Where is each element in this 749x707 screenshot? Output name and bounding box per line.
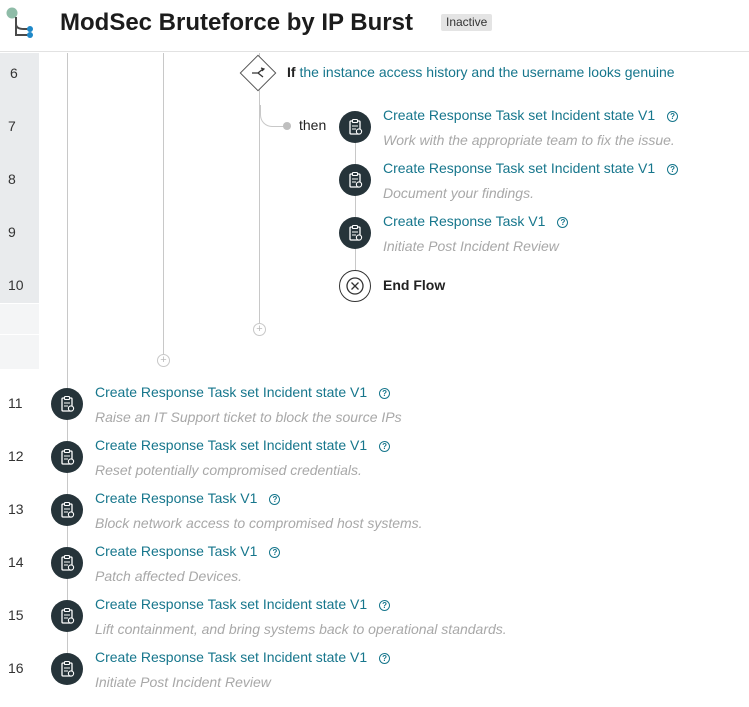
task-node[interactable] — [51, 600, 83, 632]
task-title-link[interactable]: Create Response Task V1? — [383, 213, 569, 229]
line-number: 10 — [8, 277, 24, 293]
end-flow-label: End Flow — [383, 277, 446, 293]
flow-line-then — [355, 126, 356, 286]
task-title[interactable]: Create Response Task set Incident state … — [95, 649, 368, 665]
flow-line-condition — [259, 86, 260, 323]
task-title[interactable]: Create Response Task set Incident state … — [95, 437, 368, 453]
help-icon[interactable]: ? — [379, 653, 391, 664]
task-node[interactable] — [339, 164, 371, 196]
task-title-link[interactable]: Create Response Task set Incident state … — [95, 596, 391, 612]
task-title[interactable]: Create Response Task V1 — [95, 490, 258, 506]
task-title-link[interactable]: Create Response Task set Incident state … — [95, 384, 391, 400]
task-clipboard-icon — [61, 554, 75, 571]
branch-icon — [252, 67, 266, 78]
line-number: 9 — [8, 224, 16, 240]
line-number: 13 — [8, 501, 24, 517]
condition-link[interactable]: the instance access history and the user… — [299, 64, 675, 80]
end-flow-node[interactable] — [339, 270, 371, 302]
help-icon[interactable]: ? — [667, 164, 679, 175]
help-icon[interactable]: ? — [557, 217, 569, 228]
close-circle-icon — [346, 277, 364, 295]
task-title-link[interactable]: Create Response Task V1? — [95, 543, 281, 559]
add-step-button[interactable]: + — [253, 323, 266, 336]
gutter-highlight — [0, 53, 39, 303]
task-title[interactable]: Create Response Task set Incident state … — [95, 384, 368, 400]
help-icon[interactable]: ? — [379, 388, 391, 399]
task-clipboard-icon — [349, 224, 363, 241]
line-number: 6 — [10, 65, 18, 81]
task-description: Initiate Post Incident Review — [95, 674, 271, 690]
task-clipboard-icon — [349, 171, 363, 188]
task-clipboard-icon — [61, 448, 75, 465]
flow-line-main — [67, 53, 68, 683]
task-description: Work with the appropriate team to fix th… — [383, 132, 675, 148]
line-number: 15 — [8, 607, 24, 623]
then-connector — [260, 105, 286, 127]
task-node[interactable] — [51, 388, 83, 420]
line-number: 14 — [8, 554, 24, 570]
task-description: Initiate Post Incident Review — [383, 238, 559, 254]
task-title[interactable]: Create Response Task set Incident state … — [383, 107, 656, 123]
task-node[interactable] — [339, 111, 371, 143]
task-description: Lift containment, and bring systems back… — [95, 621, 507, 637]
task-title[interactable]: Create Response Task set Incident state … — [383, 160, 656, 176]
task-clipboard-icon — [349, 118, 363, 135]
task-clipboard-icon — [61, 660, 75, 677]
help-icon[interactable]: ? — [379, 600, 391, 611]
task-clipboard-icon — [61, 607, 75, 624]
task-description: Patch affected Devices. — [95, 568, 243, 584]
task-description: Block network access to compromised host… — [95, 515, 423, 531]
line-number: 16 — [8, 660, 24, 676]
line-number: 7 — [8, 118, 16, 134]
condition-text[interactable]: If the instance access history and the u… — [287, 64, 675, 80]
task-node[interactable] — [51, 547, 83, 579]
status-badge: Inactive — [441, 14, 493, 31]
task-clipboard-icon — [61, 395, 75, 412]
gutter-highlight — [0, 335, 39, 369]
task-description: Reset potentially compromised credential… — [95, 462, 362, 478]
task-title-link[interactable]: Create Response Task set Incident state … — [383, 107, 679, 123]
then-label: then — [299, 117, 327, 133]
if-label: If — [287, 64, 296, 80]
flow-branch-icon — [6, 7, 33, 38]
task-title-link[interactable]: Create Response Task set Incident state … — [383, 160, 679, 176]
help-icon[interactable]: ? — [269, 494, 281, 505]
page-title: ModSec Bruteforce by IP Burst — [60, 9, 413, 36]
gutter-highlight — [0, 304, 39, 334]
task-title[interactable]: Create Response Task set Incident state … — [95, 596, 368, 612]
add-step-button[interactable]: + — [157, 354, 170, 367]
help-icon[interactable]: ? — [667, 111, 679, 122]
task-title-link[interactable]: Create Response Task set Incident state … — [95, 649, 391, 665]
task-title-link[interactable]: Create Response Task set Incident state … — [95, 437, 391, 453]
flow-line-branch — [163, 53, 164, 355]
then-dot — [283, 122, 291, 130]
task-title[interactable]: Create Response Task V1 — [383, 213, 546, 229]
line-number: 11 — [8, 395, 23, 411]
task-title-link[interactable]: Create Response Task V1? — [95, 490, 281, 506]
task-node[interactable] — [339, 217, 371, 249]
line-number: 8 — [8, 171, 16, 187]
task-node[interactable] — [51, 441, 83, 473]
help-icon[interactable]: ? — [269, 547, 281, 558]
task-title[interactable]: Create Response Task V1 — [95, 543, 258, 559]
task-node[interactable] — [51, 494, 83, 526]
task-node[interactable] — [51, 653, 83, 685]
header: ModSec Bruteforce by IP Burst Inactive — [0, 0, 749, 52]
help-icon[interactable]: ? — [379, 441, 391, 452]
task-description: Raise an IT Support ticket to block the … — [95, 409, 402, 425]
task-clipboard-icon — [61, 501, 75, 518]
line-number: 12 — [8, 448, 24, 464]
task-description: Document your findings. — [383, 185, 534, 201]
